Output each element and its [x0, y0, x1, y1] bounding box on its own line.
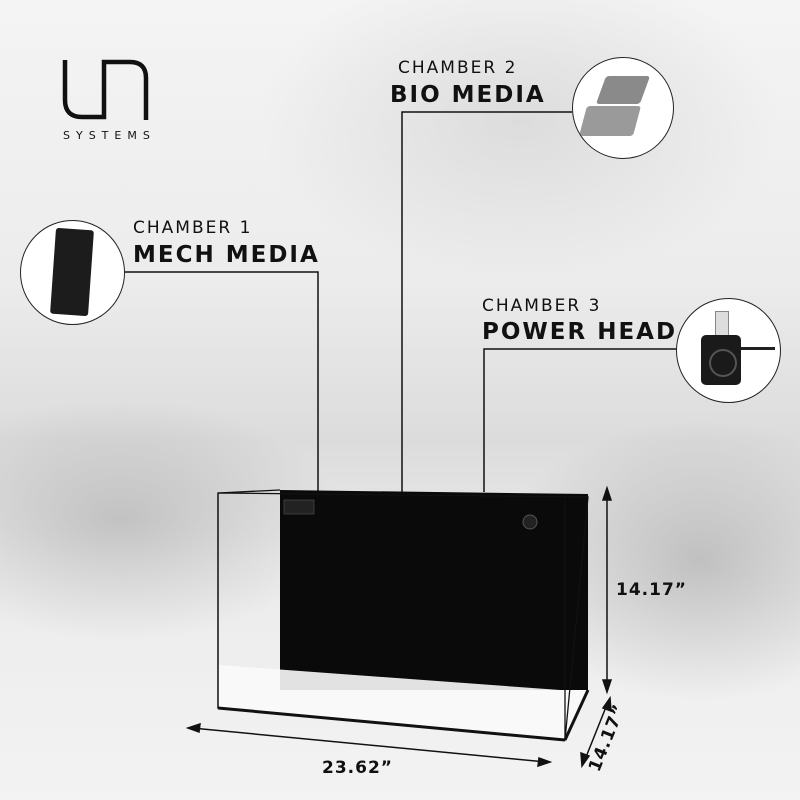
chamber-2-title: BIO MEDIA — [390, 82, 546, 108]
chamber-3-label: CHAMBER 3 — [482, 296, 602, 316]
aquarium-tank — [217, 489, 590, 742]
chamber-2-image — [572, 57, 674, 159]
chamber-2-leader — [401, 111, 572, 492]
chamber-1-label: CHAMBER 1 — [133, 218, 253, 238]
depth-dimension-arrow — [583, 701, 609, 763]
chamber-3-title: POWER HEAD — [482, 319, 678, 345]
width-dimension: 23.62” — [322, 758, 393, 778]
chamber-1-title: MECH MEDIA — [133, 242, 320, 268]
brand-name: SYSTEMS — [63, 129, 156, 142]
chamber-3-image — [676, 298, 781, 403]
chamber-1-leader — [125, 271, 319, 492]
chamber-2-label: CHAMBER 2 — [398, 58, 518, 78]
sponge-icon — [50, 227, 94, 317]
brand-logo — [62, 59, 149, 120]
width-dimension-arrow — [191, 727, 547, 763]
chamber-3-leader — [483, 348, 676, 492]
height-dimension: 14.17” — [616, 580, 687, 600]
chamber-1-image — [20, 220, 125, 325]
